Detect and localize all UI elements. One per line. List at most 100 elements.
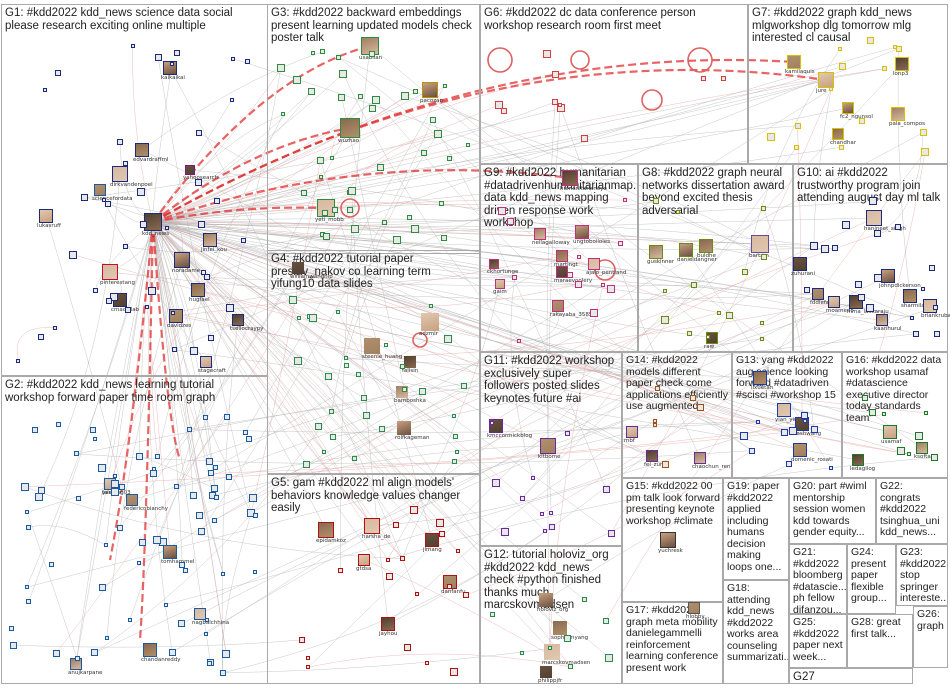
minor-node[interactable] <box>618 241 624 247</box>
minor-node[interactable] <box>125 307 132 314</box>
user-node-rolfkageman[interactable] <box>397 421 411 435</box>
minor-node[interactable] <box>489 611 495 617</box>
minor-node[interactable] <box>766 133 775 142</box>
minor-node[interactable] <box>113 474 118 479</box>
minor-node[interactable] <box>530 475 535 480</box>
minor-node[interactable] <box>552 98 558 105</box>
user-node-federicobianchy[interactable] <box>126 494 138 506</box>
user-node-kamilaquis[interactable] <box>787 55 801 69</box>
minor-node[interactable] <box>212 517 217 523</box>
minor-node[interactable] <box>361 395 368 402</box>
minor-node[interactable] <box>652 418 657 423</box>
minor-node[interactable] <box>802 419 807 424</box>
minor-node[interactable] <box>9 625 15 631</box>
minor-node[interactable] <box>101 198 106 203</box>
minor-node[interactable] <box>858 293 866 301</box>
minor-node[interactable] <box>25 524 31 530</box>
minor-node[interactable] <box>755 419 760 424</box>
user-node-johnpdickerson[interactable] <box>881 269 895 283</box>
minor-node[interactable] <box>52 649 60 657</box>
minor-node[interactable] <box>501 527 510 536</box>
minor-node[interactable] <box>760 336 765 341</box>
minor-node[interactable] <box>739 432 748 441</box>
minor-node[interactable] <box>154 454 160 460</box>
minor-node[interactable] <box>344 363 350 369</box>
minor-node[interactable] <box>248 494 257 503</box>
minor-node[interactable] <box>462 592 469 599</box>
minor-node[interactable] <box>154 54 162 62</box>
user-node-yian-yin[interactable] <box>777 403 791 417</box>
user-node-bartxm[interactable] <box>751 235 769 253</box>
minor-node[interactable] <box>874 273 883 282</box>
minor-node[interactable] <box>91 649 99 657</box>
minor-node[interactable] <box>34 492 43 501</box>
minor-node[interactable] <box>204 617 209 622</box>
minor-node[interactable] <box>838 47 843 52</box>
minor-node[interactable] <box>859 118 866 125</box>
minor-node[interactable] <box>351 455 357 461</box>
minor-node[interactable] <box>190 346 199 355</box>
minor-node[interactable] <box>675 209 680 214</box>
minor-node[interactable] <box>606 285 615 294</box>
minor-node[interactable] <box>74 656 80 662</box>
minor-node[interactable] <box>429 116 436 123</box>
minor-node[interactable] <box>241 237 247 243</box>
minor-node[interactable] <box>455 449 460 454</box>
minor-node[interactable] <box>907 452 912 457</box>
minor-node[interactable] <box>204 631 209 636</box>
minor-node[interactable] <box>80 194 88 202</box>
user-node-sciencefordata[interactable] <box>94 184 106 196</box>
minor-node[interactable] <box>820 245 829 254</box>
minor-node[interactable] <box>339 69 348 78</box>
minor-node[interactable] <box>179 562 186 569</box>
minor-node[interactable] <box>567 664 573 670</box>
minor-node[interactable] <box>761 254 768 261</box>
minor-node[interactable] <box>311 51 316 56</box>
user-node-pacozan[interactable] <box>422 82 438 98</box>
minor-node[interactable] <box>406 215 412 221</box>
minor-node[interactable] <box>97 463 106 472</box>
minor-node[interactable] <box>247 508 256 517</box>
user-node-zuhurani[interactable] <box>793 257 807 271</box>
minor-node[interactable] <box>329 409 335 414</box>
minor-node[interactable] <box>829 87 834 92</box>
minor-node[interactable] <box>194 178 202 186</box>
minor-node[interactable] <box>565 431 570 437</box>
minor-node[interactable] <box>305 655 310 660</box>
user-node-jure-leskovec[interactable] <box>818 72 834 88</box>
user-node-hugfael[interactable] <box>191 283 205 297</box>
minor-node[interactable] <box>874 229 882 237</box>
minor-node[interactable] <box>419 388 427 396</box>
minor-node[interactable] <box>300 189 307 196</box>
user-node-jinfei-kou[interactable] <box>203 233 217 247</box>
minor-node[interactable] <box>413 88 419 94</box>
user-node-epidamkoz[interactable] <box>318 522 334 538</box>
minor-node[interactable] <box>392 521 399 528</box>
minor-node[interactable] <box>701 75 707 81</box>
minor-node[interactable] <box>75 496 81 502</box>
minor-node[interactable] <box>92 287 98 293</box>
minor-node[interactable] <box>221 572 226 577</box>
minor-node[interactable] <box>452 413 457 418</box>
user-node-usamaf[interactable] <box>883 425 897 439</box>
minor-node[interactable] <box>149 470 157 478</box>
minor-node[interactable] <box>494 101 503 110</box>
minor-node[interactable] <box>292 75 301 84</box>
minor-node[interactable] <box>214 494 220 500</box>
minor-node[interactable] <box>42 88 47 93</box>
minor-node[interactable] <box>882 412 887 417</box>
minor-node[interactable] <box>329 155 334 160</box>
minor-node[interactable] <box>439 200 445 206</box>
minor-node[interactable] <box>103 543 108 548</box>
minor-node[interactable] <box>440 234 447 241</box>
minor-node[interactable] <box>652 423 657 428</box>
minor-node[interactable] <box>212 465 218 471</box>
minor-node[interactable] <box>122 243 128 249</box>
minor-node[interactable] <box>696 403 704 411</box>
minor-node[interactable] <box>687 330 692 336</box>
minor-node[interactable] <box>920 148 929 157</box>
minor-node[interactable] <box>116 524 123 531</box>
user-node-fddiefa[interactable] <box>812 288 824 300</box>
minor-node[interactable] <box>308 314 317 323</box>
minor-node[interactable] <box>443 335 452 344</box>
